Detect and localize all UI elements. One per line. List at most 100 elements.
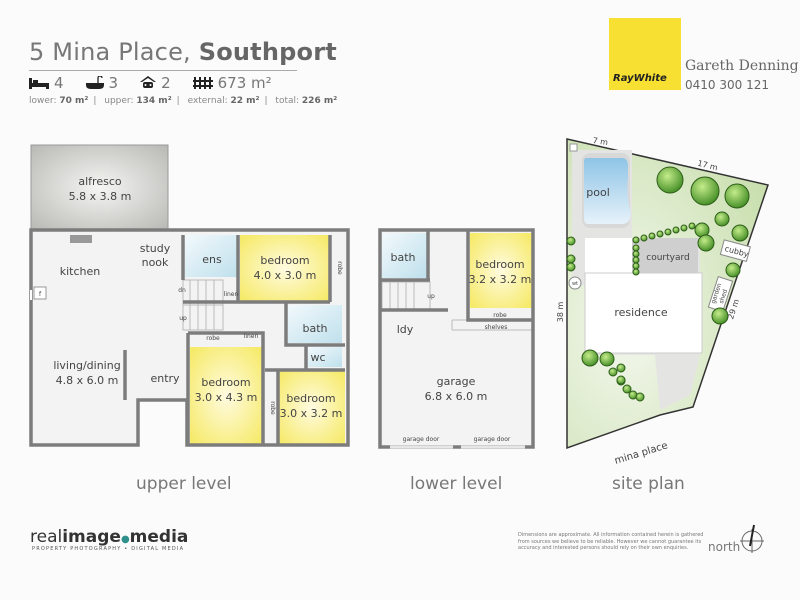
garage-size: 6.8 x 6.0 m (425, 390, 488, 403)
lower-area-label: lower: (29, 96, 57, 106)
water-tank (568, 276, 582, 290)
laundry-label: ldy (397, 323, 414, 336)
tree-icon (690, 176, 720, 206)
disclaimer: Dimensions are approximate. All informat… (518, 532, 704, 551)
tree-icon (581, 349, 599, 367)
robe-label: robe (336, 261, 343, 275)
tree-icon (711, 307, 729, 325)
lower-stairs-up-label: up (427, 293, 435, 300)
tree-icon (632, 244, 640, 252)
corner-marker (569, 143, 578, 152)
residence-wing (585, 238, 632, 273)
north-label: north (708, 540, 741, 554)
external-area-label: external: (187, 96, 228, 106)
property-stats: 4 3 2 673 m² (29, 74, 294, 92)
bedroom-3-fill (278, 370, 345, 445)
upper-level-plan (29, 144, 350, 447)
tree-icon (714, 211, 730, 227)
tree-icon (608, 367, 618, 377)
tree-icon (566, 236, 576, 246)
title-divider (29, 70, 297, 71)
stairs (182, 279, 224, 331)
bathrooms-stat: 3 (85, 74, 119, 92)
fence-icon (192, 77, 213, 89)
total-area-label: total: (275, 96, 300, 106)
alfresco-label: alfresco (78, 175, 121, 188)
cooktop (70, 235, 92, 243)
site-plan-caption: site plan (612, 474, 685, 494)
title-suburb: Southport (198, 38, 337, 66)
street-label: mina place (613, 440, 669, 467)
tree-icon (616, 375, 626, 385)
bath-label: bath (302, 322, 327, 335)
bedroom-2-size: 3.0 x 4.3 m (195, 391, 258, 404)
bedrooms-count: 4 (54, 74, 64, 92)
property-title: 5 Mina Place, Southport (29, 38, 337, 66)
tree-icon (672, 226, 680, 234)
ensuite-fill (185, 235, 238, 277)
bedroom-1-fill (240, 235, 330, 302)
study-nook-label: study (140, 242, 171, 255)
fridge-label: f (39, 291, 42, 298)
bedroom-2-label: bedroom (201, 376, 250, 389)
courtyard-label: courtyard (646, 253, 689, 263)
pool-label: pool (586, 186, 610, 199)
tree-icon (656, 166, 684, 194)
land-area-stat: 673 m² (192, 74, 272, 92)
logo-text-image: image (62, 527, 121, 547)
upper-level-caption: upper level (136, 474, 232, 494)
tree-icon (616, 363, 626, 373)
shelves-label: shelves (485, 324, 508, 331)
tree-icon (632, 268, 640, 276)
lower-bedroom-fill (470, 233, 532, 308)
separator: | (264, 96, 268, 106)
land-area-value: 673 m² (217, 74, 272, 92)
bath-fill (288, 305, 342, 343)
stairs-down-label: dn (178, 287, 186, 294)
tree-icon (680, 224, 688, 232)
logo-text-real: real (30, 527, 63, 547)
logo-tagline: PROPERTY PHOTOGRAPHY • DIGITAL MEDIA (32, 546, 185, 552)
lower-walls (378, 228, 535, 449)
upper-labels: alfresco 5.8 x 3.8 m kitchen f study noo… (39, 175, 343, 420)
realimage-media-logo: realimage●media (30, 527, 188, 547)
pool (584, 158, 631, 224)
upper-area-label: upper: (104, 96, 134, 106)
lower-area-value: 70 m² (59, 96, 89, 106)
tree-icon (731, 224, 749, 242)
garage-car-icon (140, 76, 157, 88)
fridge (33, 286, 47, 300)
living-dining-size: 4.8 x 6.0 m (56, 374, 119, 387)
lower-bedroom-size: 3.2 x 3.2 m (469, 273, 532, 286)
cubby (719, 239, 751, 262)
wc-fill (308, 347, 342, 367)
agent-name: Gareth Denning (685, 58, 799, 74)
tree-icon (599, 351, 615, 367)
garage-door-label-1: garage door (403, 436, 440, 443)
linen-label-2: linen (244, 333, 259, 340)
car-spaces-stat: 2 (140, 74, 171, 92)
bedroom-2-fill (190, 347, 263, 445)
raywhite-logo-text: RayWhite (613, 73, 667, 84)
car-spaces-count: 2 (161, 74, 171, 92)
water-tank-label: wt (572, 281, 578, 287)
bed-icon (29, 78, 49, 89)
robe-label-2: robe (206, 335, 220, 342)
alfresco-size: 5.8 x 3.8 m (69, 190, 132, 203)
tree-icon (724, 183, 750, 209)
bedroom-1-label: bedroom (260, 254, 309, 267)
dimension-top-left: 7 m (592, 136, 609, 147)
tree-icon (635, 392, 645, 402)
living-dining-label: living/dining (53, 359, 120, 372)
trees (566, 166, 750, 402)
bathrooms-count: 3 (108, 74, 119, 92)
raywhite-logo (609, 18, 681, 90)
lower-labels: bath bedroom 3.2 x 3.2 m robe shelves up… (390, 251, 531, 443)
residence (584, 272, 703, 354)
tree-icon (640, 234, 648, 242)
bedroom-1-size: 4.0 x 3.0 m (254, 269, 317, 282)
lower-level-plan (378, 228, 535, 449)
linen-label: linen (224, 291, 239, 298)
bath-icon (85, 76, 104, 89)
